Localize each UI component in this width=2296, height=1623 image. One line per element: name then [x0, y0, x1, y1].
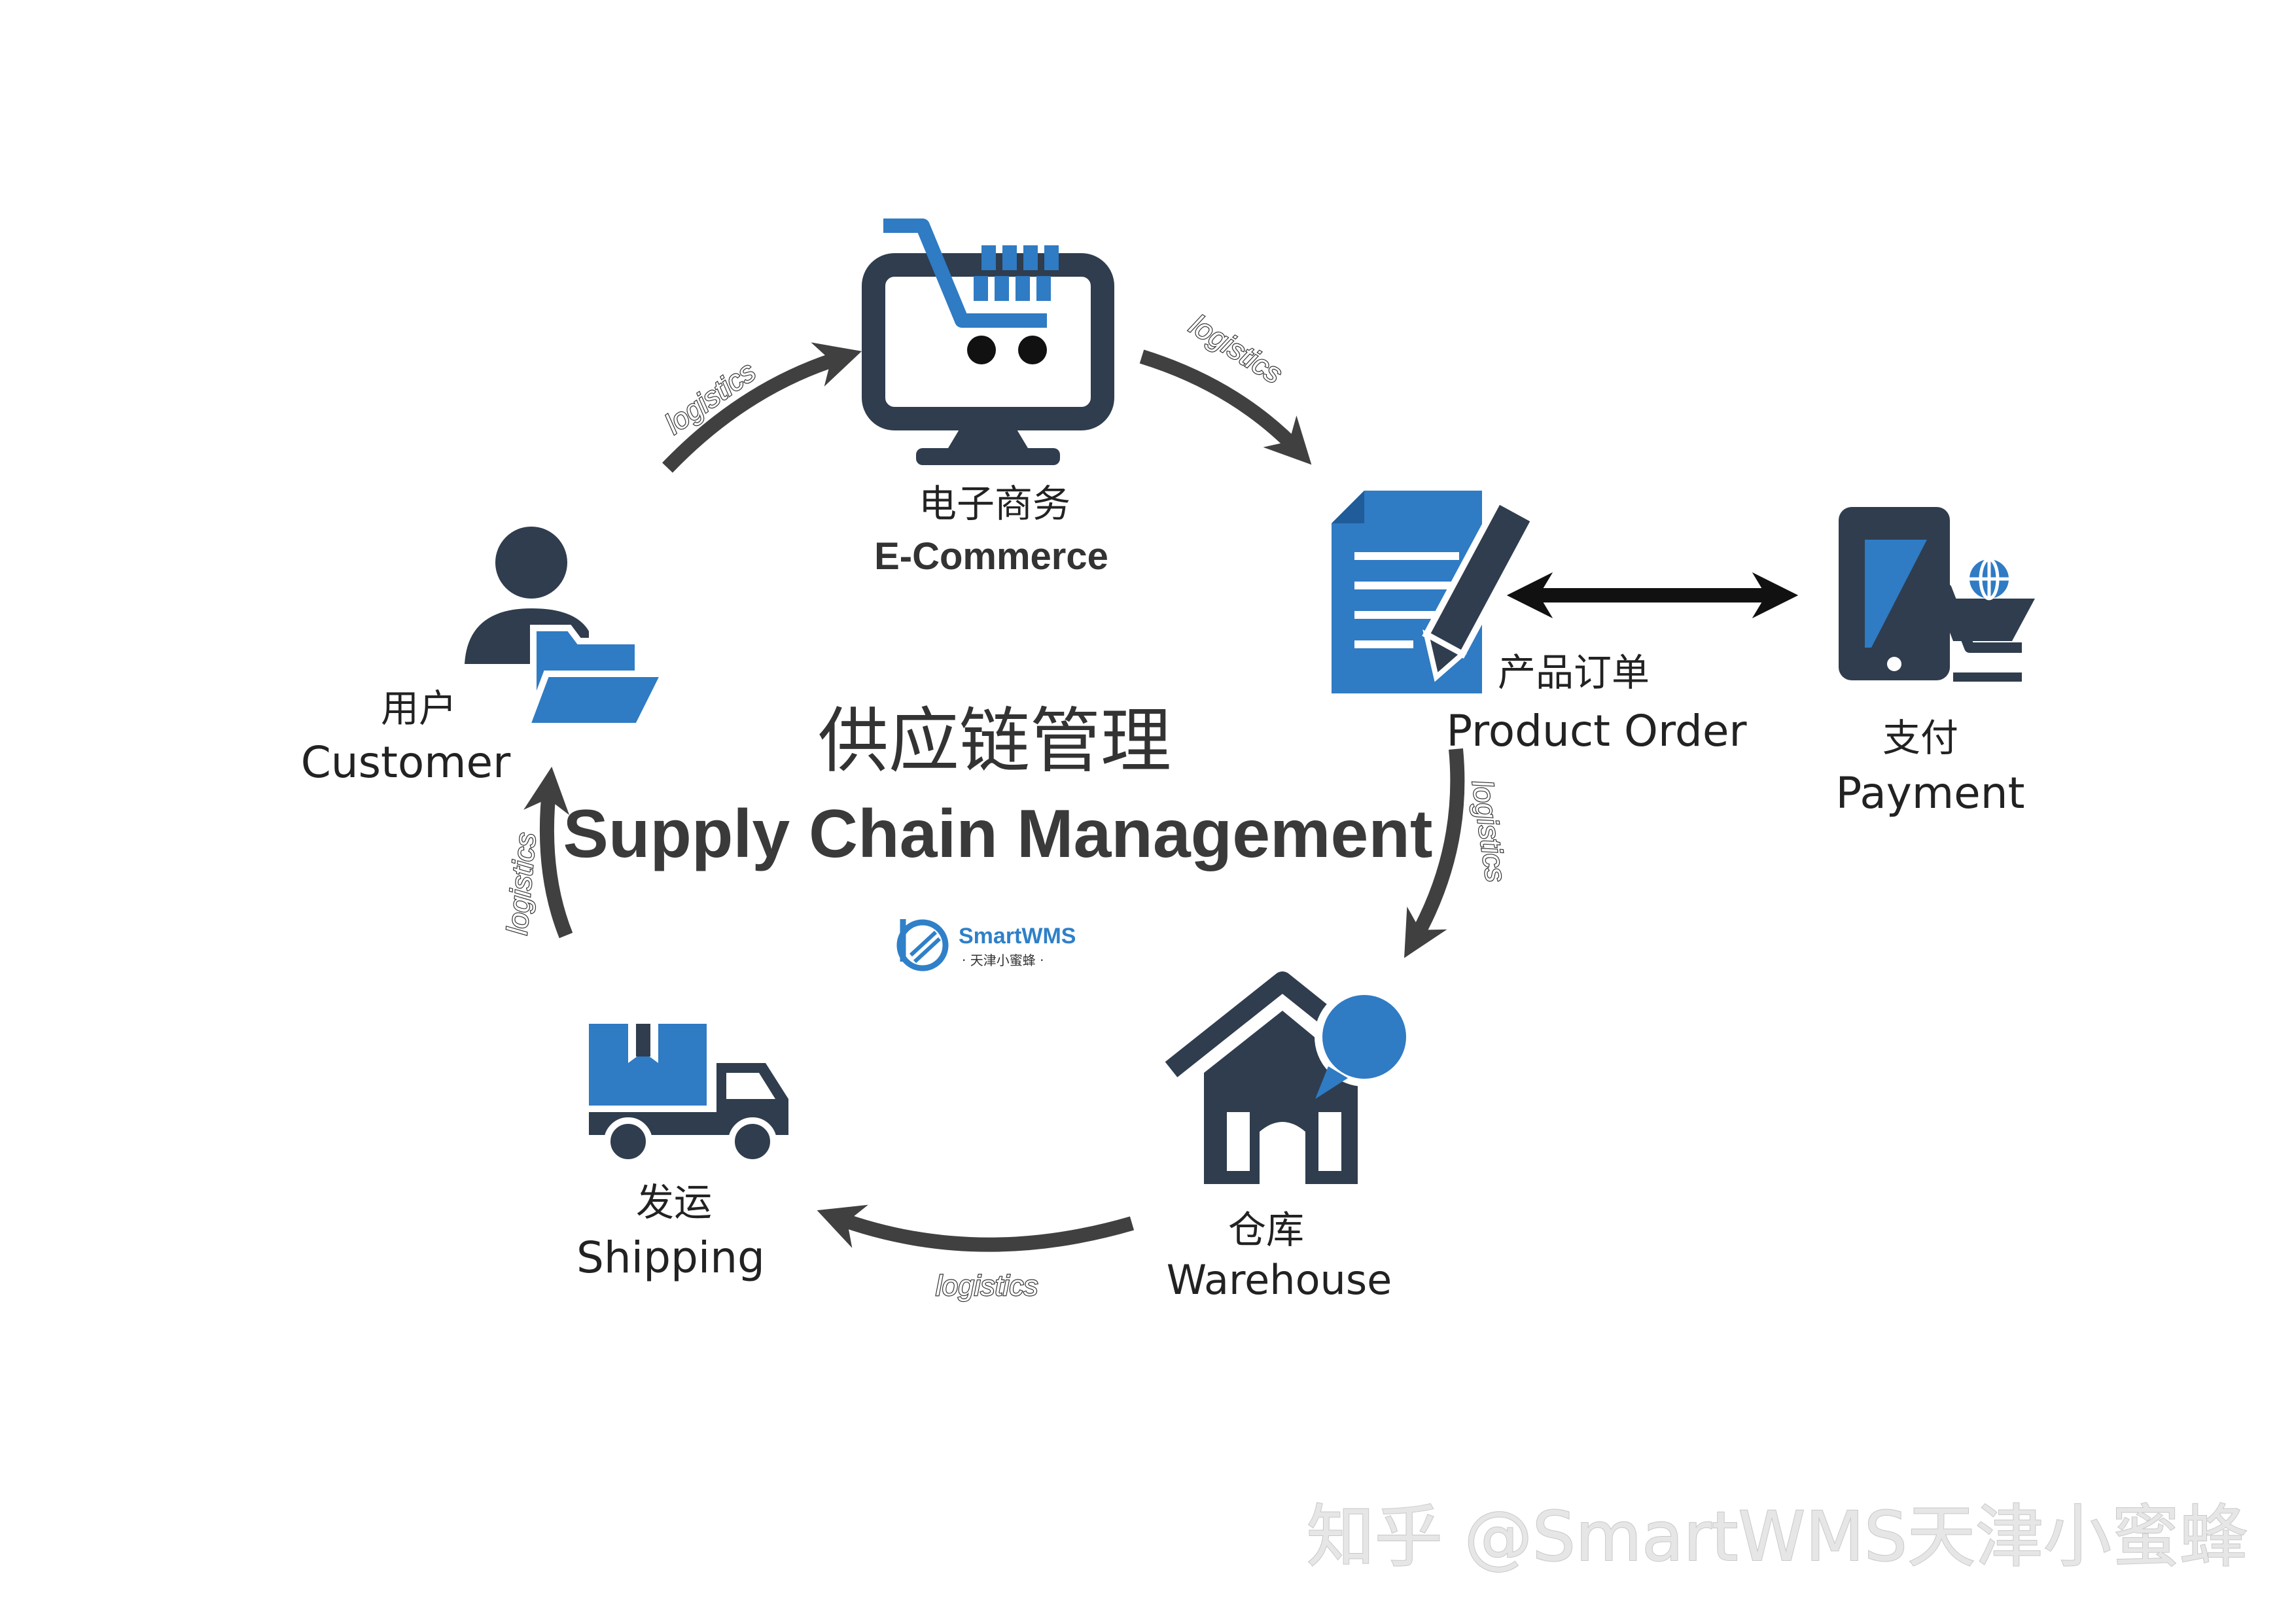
- ecommerce-label-en: E-Commerce: [874, 535, 1108, 578]
- payment-label-cn: 支付: [1882, 716, 1958, 760]
- arrow-shipping-to-customer: [523, 767, 573, 939]
- customer-label-en: Customer: [301, 737, 511, 788]
- warehouse-label-cn: 仓库: [1228, 1208, 1304, 1252]
- arrow-warehouse-to-shipping: [817, 1204, 1135, 1252]
- payment-label-en: Payment: [1836, 768, 2025, 818]
- watermark: 知乎 @SmartWMS天津小蜜蜂: [1307, 1497, 2248, 1577]
- logistics-label-4: logistics: [936, 1270, 1038, 1302]
- tablet-cart-icon: [1839, 507, 2035, 682]
- warehouse-label-en: Warehouse: [1167, 1256, 1392, 1304]
- computer-cart-icon: [862, 218, 1114, 465]
- truck-box-icon: [589, 1024, 788, 1166]
- brand-sub: · 天津小蜜蜂 ·: [962, 952, 1044, 968]
- customer-label-cn: 用户: [381, 686, 457, 731]
- brand-name: SmartWMS: [959, 924, 1076, 949]
- arrow-customer-to-ecommerce: [662, 342, 862, 473]
- shipping-label-cn: 发运: [636, 1180, 712, 1225]
- document-pen-icon: [1332, 491, 1539, 693]
- arrow-ecommerce-to-order: [1139, 349, 1312, 465]
- title-cn: 供应链管理: [818, 701, 1171, 782]
- order-label-en: Product Order: [1446, 706, 1747, 756]
- order-label-cn: 产品订单: [1498, 650, 1650, 695]
- title-en: Supply Chain Management: [563, 796, 1432, 872]
- smartwms-logo: SmartWMS · 天津小蜜蜂 ·: [896, 919, 1076, 971]
- house-chat-icon: [1165, 971, 1414, 1184]
- ecommerce-label-cn: 电子商务: [919, 481, 1070, 526]
- arrow-order-to-warehouse: [1404, 748, 1465, 958]
- logistics-label-3: logistics: [1466, 778, 1511, 884]
- logistics-label-5: logistics: [501, 831, 542, 936]
- shipping-label-en: Shipping: [576, 1232, 765, 1283]
- user-folder-icon: [465, 527, 670, 729]
